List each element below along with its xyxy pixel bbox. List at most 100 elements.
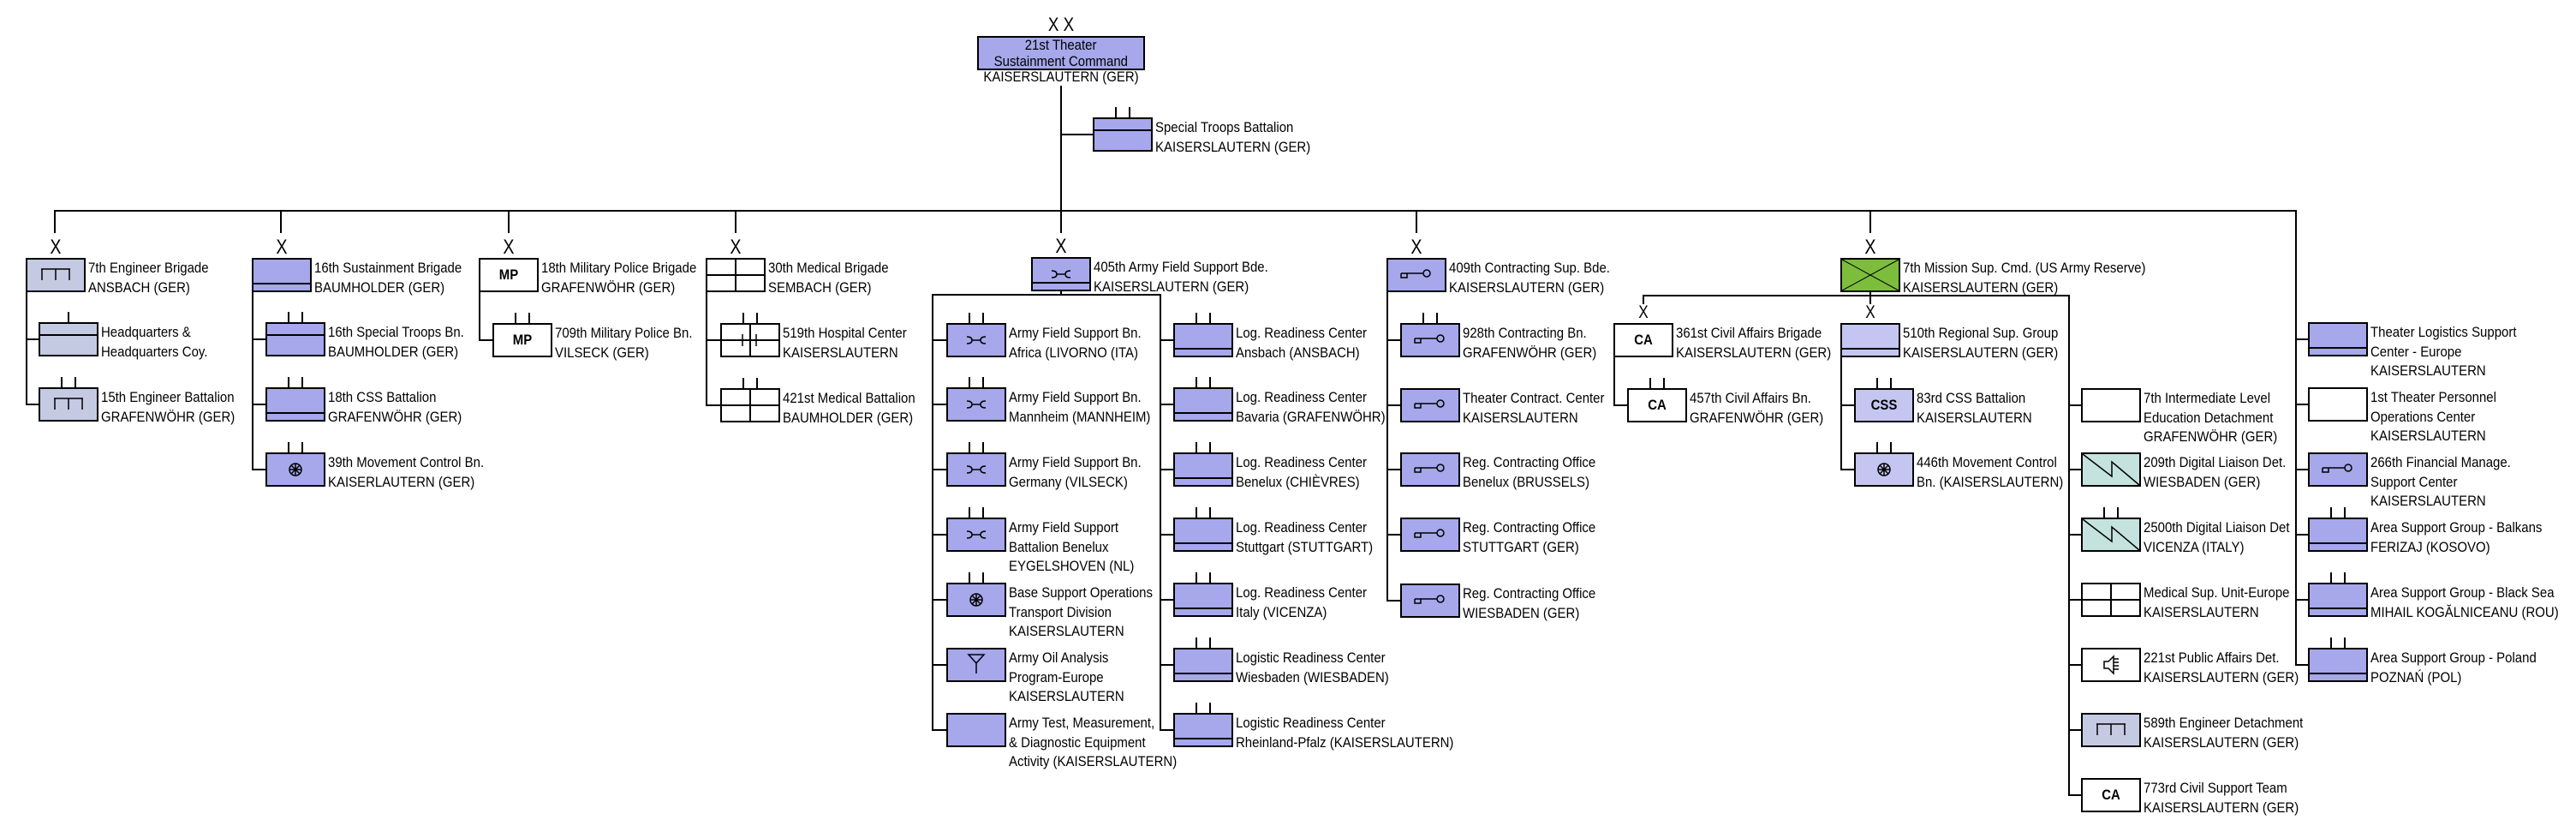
battalion-echelon-marker	[2330, 572, 2346, 583]
unit-location: KAISERLAUTERN (GER)	[328, 473, 475, 490]
connector-line	[1160, 339, 1173, 341]
unit-name: 16th Sustainment Brigade	[314, 260, 462, 276]
unit-symbol-box	[2081, 518, 2141, 552]
unit-name: 39th Movement Control Bn.	[328, 454, 485, 470]
battalion-echelon-marker	[969, 442, 984, 452]
unit-221st-public-affairs-det: 221st Public Affairs Det.KAISERSLAUTERN …	[2081, 648, 2299, 685]
connector-line	[2068, 664, 2081, 666]
unit-name: 30th Medical Brigade	[768, 260, 889, 276]
connector-line	[932, 339, 946, 341]
unit-symbol-box	[1400, 584, 1460, 618]
unit-label: 405th Army Field Support Bde. KAISERSLAUT…	[1094, 258, 1268, 296]
unit-name: 221st Public Affairs Det.	[2144, 649, 2280, 666]
connector-line	[2295, 534, 2308, 536]
unit-name: 7th Intermediate Level	[2144, 390, 2271, 406]
unit-label: 709th Military Police Bn.VILSECK (GER)	[555, 324, 692, 362]
unit-symbol-box	[1400, 452, 1460, 487]
unit-location: Wiesbaden (WIESBADEN)	[1236, 668, 1389, 685]
unit-name: Log. Readiness Center	[1236, 519, 1368, 536]
connector-line	[1869, 295, 1871, 304]
unit-209th-digital-liaison-det: 209th Digital Liaison Det.WIESBADEN (GER…	[2081, 452, 2286, 490]
unit-name: 446th Movement Control	[1917, 454, 2057, 470]
battalion-echelon-marker	[969, 313, 984, 323]
unit-location: KAISERSLAUTERN (GER)	[983, 69, 1139, 85]
unit-name: & Diagnostic Equipment	[1009, 733, 1146, 751]
command-trunk-line	[1060, 86, 1062, 233]
unit-name: 405th Army Field Support Bde.	[1094, 259, 1268, 275]
connector-line	[2068, 599, 2081, 601]
unit-symbol-box	[1031, 257, 1091, 291]
unit-location: KAISERSLAUTERN (GER)	[1449, 278, 1605, 296]
connector-line	[1613, 357, 1615, 405]
unit-symbol-box	[39, 387, 98, 422]
unit-symbol-box	[1173, 583, 1233, 617]
unit-symbol-box	[946, 387, 1006, 422]
connector-line	[2295, 210, 2297, 666]
unit-name: Reg. Contracting Office	[1463, 585, 1596, 602]
unit-location: Benelux (CHIÈVRES)	[1236, 473, 1360, 490]
unit-location: Bn. (KAISERSLAUTERN)	[1917, 473, 2064, 490]
unit-label: Army Field Support Bn.Africa (LIVORNO (I…	[1009, 324, 1142, 362]
unit-location: ANSBACH (GER)	[88, 278, 190, 296]
battalion-echelon-marker	[1876, 442, 1892, 452]
unit-location: KAISERSLAUTERN (GER)	[1094, 278, 1249, 295]
battalion-echelon-marker	[1422, 313, 1438, 323]
unit-name: Base Support Operations	[1009, 584, 1153, 601]
connector-line	[932, 599, 946, 601]
unit-symbol-box	[1400, 388, 1460, 422]
unit-afsb-germany: Army Field Support Bn.Germany (VILSECK)	[946, 442, 1142, 490]
unit-symbol-box: CA	[2081, 778, 2141, 812]
unit-location: KAISERSLAUTERN (GER)	[1903, 278, 2059, 296]
field-support-icon	[966, 465, 987, 474]
unit-name: 83rd CSS Battalion	[1917, 390, 2026, 406]
connector-line	[1840, 404, 1854, 406]
unit-name: Logistic Readiness Center	[1236, 715, 1386, 731]
connector-line	[1416, 210, 1417, 233]
unit-symbol-box	[1173, 323, 1233, 357]
battalion-echelon-marker	[969, 572, 984, 583]
battalion-echelon-marker	[288, 312, 303, 322]
unit-symbol-box	[2081, 583, 2141, 617]
unit-symbol-box	[2308, 518, 2368, 552]
company-echelon-marker	[68, 312, 69, 322]
unit-symbol-box	[1173, 648, 1233, 682]
connector-line	[1060, 291, 1062, 296]
main-branch-line	[54, 210, 2297, 212]
unit-location: KAISERSLAUTERN (GER)	[2144, 799, 2299, 816]
connector-line	[1643, 295, 2070, 296]
unit-name: 18th CSS Battalion	[328, 389, 437, 405]
unit-location: KAISERSLAUTERN (GER)	[1155, 138, 1311, 155]
battalion-echelon-marker	[1196, 377, 1211, 387]
unit-location: Mannheim (MANNHEIM)	[1009, 408, 1151, 425]
unit-location: MIHAIL KOGĂLNICEANU (ROU)	[2370, 603, 2559, 620]
contracting-key-icon	[1414, 399, 1445, 409]
brigade-echelon-marker: X	[276, 236, 288, 259]
medical-cross-icon	[707, 259, 765, 291]
unit-symbol-box	[720, 388, 780, 422]
battalion-echelon-marker	[1196, 703, 1211, 713]
unit-afsb-africa: Army Field Support Bn.Africa (LIVORNO (I…	[946, 313, 1142, 361]
unit-name: Army Field Support Bn.	[1009, 454, 1142, 470]
unit-location: KAISERSLAUTERN	[2370, 362, 2486, 380]
battalion-echelon-marker	[1196, 507, 1211, 518]
unit-symbol-box	[265, 322, 325, 356]
connector-line	[1160, 469, 1173, 470]
